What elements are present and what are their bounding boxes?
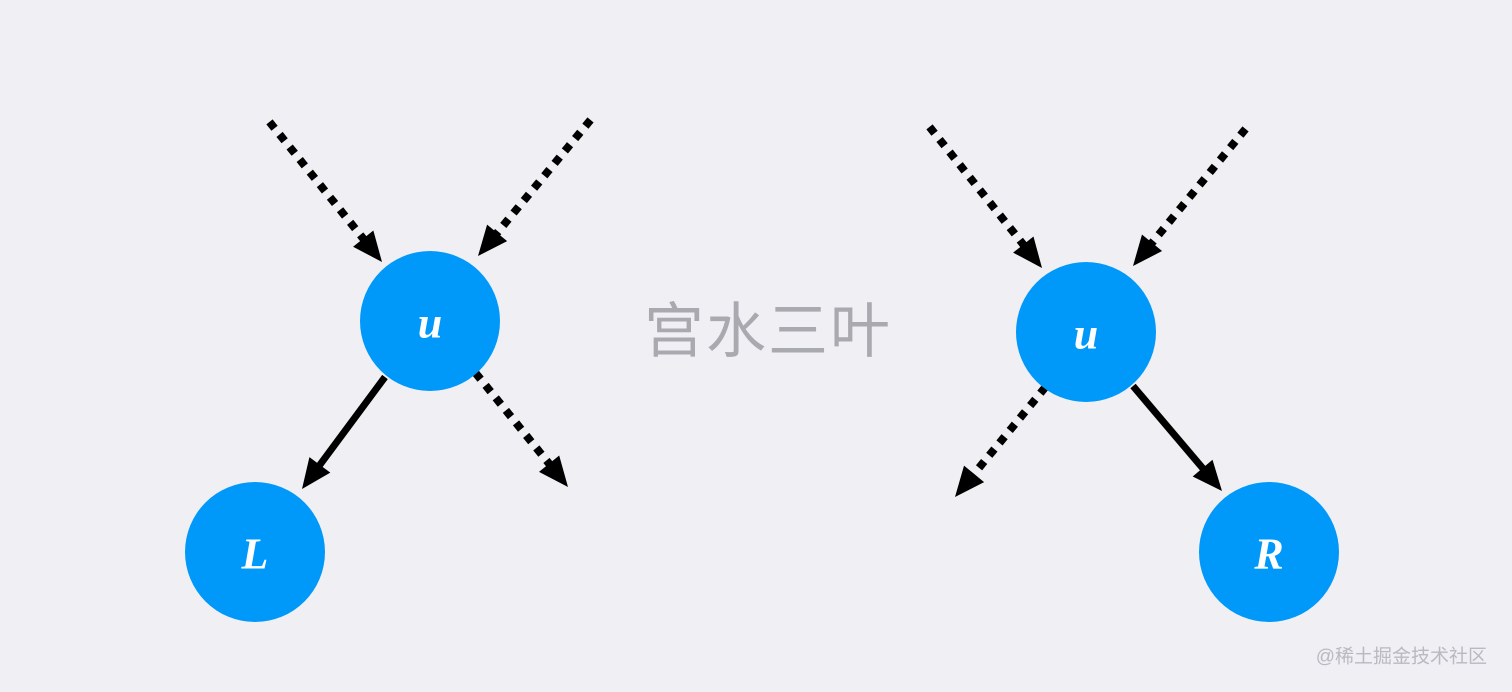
graph-node-left-L[interactable]: L bbox=[185, 482, 325, 622]
node-label-left-u: u bbox=[418, 299, 442, 348]
graph-node-right-R[interactable]: R bbox=[1199, 482, 1339, 622]
node-circle-left-u[interactable] bbox=[360, 251, 500, 391]
graph-node-right-u[interactable]: u bbox=[1016, 262, 1156, 402]
node-label-right-R: R bbox=[1253, 530, 1283, 579]
arrowhead-icon-left-in-upright bbox=[478, 224, 508, 256]
arrowhead-icon-left-to-L bbox=[302, 457, 331, 489]
edge-right-out-downleft-dotted bbox=[964, 384, 1049, 485]
arrowhead-icon-right-in-upleft bbox=[1013, 236, 1042, 268]
edge-right-in-upright-dotted bbox=[1142, 126, 1249, 254]
edges-layer bbox=[266, 117, 1249, 497]
edge-group-right-group bbox=[926, 124, 1249, 497]
node-group-left-group: uL bbox=[185, 251, 500, 622]
arrowhead-icon-right-in-upright bbox=[1133, 234, 1163, 266]
edge-right-to-R-solid bbox=[1130, 383, 1210, 476]
arrowhead-icon-left-out-downright bbox=[539, 455, 568, 487]
edge-group-left-group bbox=[266, 117, 594, 489]
corner-watermark: @稀土掘金技术社区 bbox=[1316, 646, 1487, 668]
node-label-left-L: L bbox=[241, 530, 269, 579]
node-label-right-u: u bbox=[1074, 310, 1098, 359]
arrowhead-icon-right-out-downleft bbox=[955, 465, 985, 497]
node-circle-right-u[interactable] bbox=[1016, 262, 1156, 402]
graph-node-left-u[interactable]: u bbox=[360, 251, 500, 391]
node-circle-right-R[interactable] bbox=[1199, 482, 1339, 622]
center-watermark: 宫水三叶 bbox=[644, 299, 892, 365]
arrowhead-icon-left-in-upleft bbox=[353, 230, 382, 262]
edge-left-to-L-solid bbox=[313, 374, 388, 473]
arrowhead-icon-right-to-R bbox=[1192, 459, 1222, 491]
edge-left-in-upleft-dotted bbox=[266, 119, 373, 250]
edge-right-in-upleft-dotted bbox=[926, 124, 1034, 256]
node-circle-left-L[interactable] bbox=[185, 482, 325, 622]
edge-left-out-downright-dotted bbox=[472, 370, 559, 475]
node-group-right-group: uR bbox=[1016, 262, 1339, 622]
